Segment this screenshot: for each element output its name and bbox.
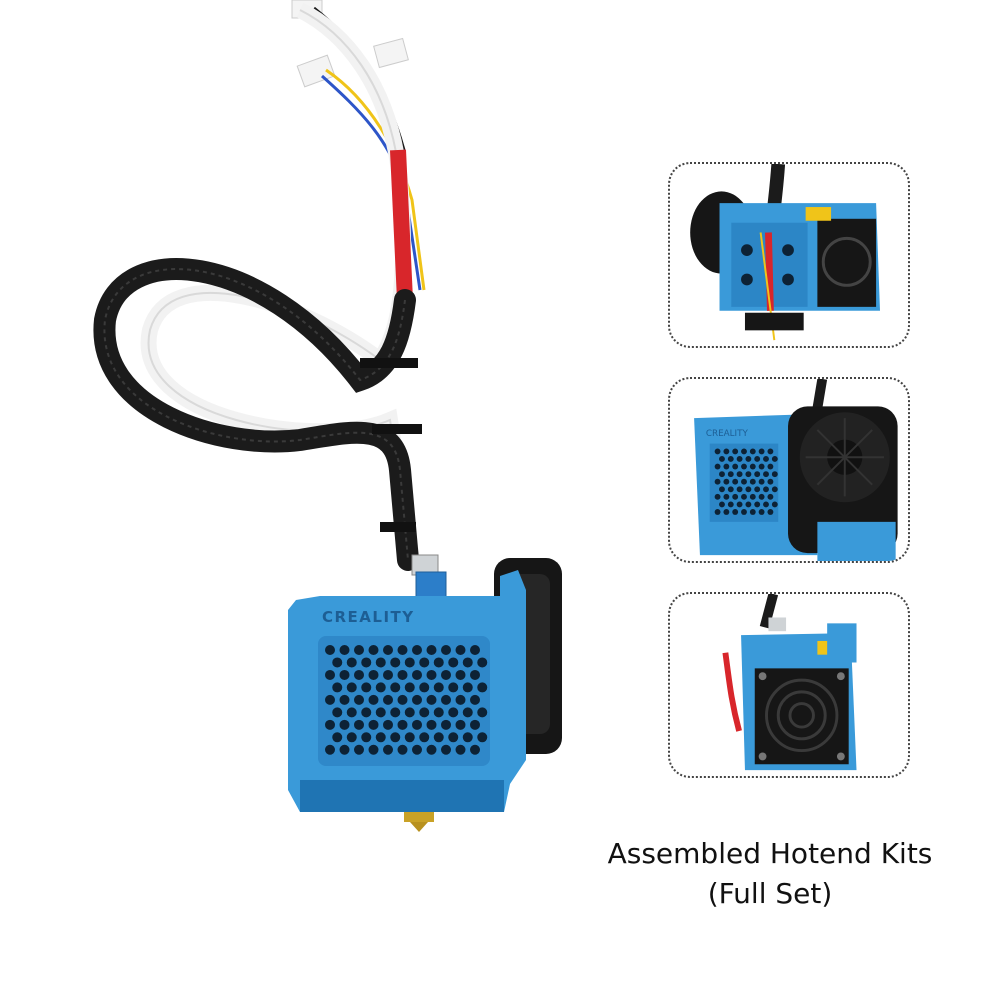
ptfe-tube (140, 2, 420, 562)
cable-tie (360, 358, 418, 368)
detail-front-fan-view (668, 592, 910, 778)
detail-fan-side-view: CREALITY (668, 377, 910, 563)
product-caption: Assembled Hotend Kits (Full Set) (560, 834, 980, 914)
braided-sleeve (93, 258, 419, 571)
cable-tie (380, 522, 416, 532)
cable-tie (372, 424, 422, 434)
heater-wire-sleeve (390, 149, 413, 301)
caption-line-1: Assembled Hotend Kits (607, 837, 933, 870)
svg-text:CREALITY: CREALITY (706, 429, 749, 439)
honeycomb-vent (325, 645, 488, 755)
caption-line-2: (Full Set) (707, 877, 833, 910)
main-hotend-image: CREALITY (93, 0, 562, 832)
detail-side-left-view (668, 162, 910, 348)
brand-logo: CREALITY (322, 608, 415, 626)
